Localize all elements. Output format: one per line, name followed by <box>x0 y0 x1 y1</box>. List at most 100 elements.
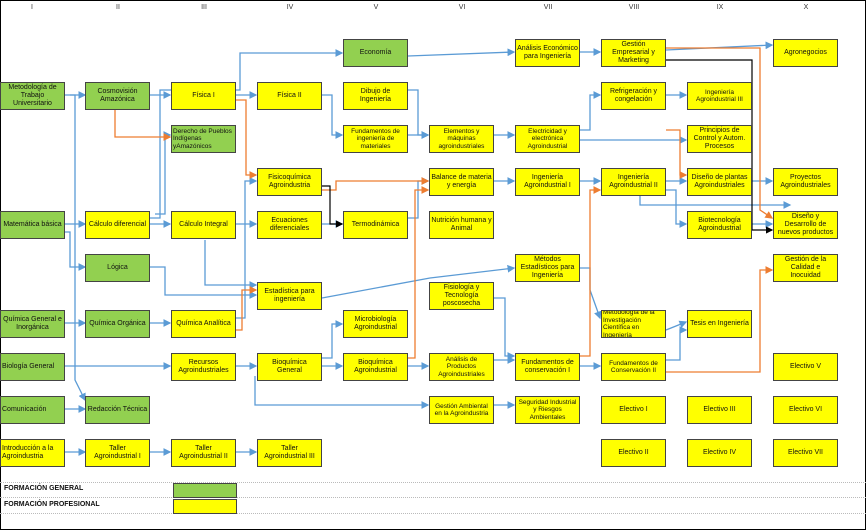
course-gestion-empresarial[interactable]: Gestión Empresarial y Marketing <box>601 39 666 67</box>
arrow-dibujo-elementos <box>408 89 430 139</box>
legend-profesional-swatch <box>173 499 237 514</box>
course-proyectos[interactable]: Proyectos Agroindustriales <box>773 168 838 196</box>
course-electivo4[interactable]: Electivo IV <box>687 439 752 467</box>
course-fisica1[interactable]: Física I <box>171 82 236 110</box>
course-cosmovision[interactable]: Cosmovisión Amazónica <box>85 82 150 110</box>
course-biotecnologia[interactable]: Biotecnología Agroindustrial <box>687 211 752 239</box>
course-estadistica[interactable]: Estadística para ingeniería <box>257 282 322 310</box>
course-recursos[interactable]: Recursos Agroindustriales <box>171 353 236 381</box>
course-fisicoquimica[interactable]: Fisicoquímica Agroindustria <box>257 168 322 196</box>
arrow-metodologia-down <box>70 94 86 402</box>
arrow-recursos-gestion-ambiental <box>254 376 430 409</box>
course-electivo7[interactable]: Electivo VII <box>773 439 838 467</box>
course-calculo-int[interactable]: Cálculo Integral <box>171 211 236 239</box>
arrow-electricidad-refrigeracion <box>580 91 602 131</box>
column-header-3: III <box>201 4 207 11</box>
arrow-gestion-black <box>666 59 774 234</box>
arrow-logica-estadistica <box>150 266 258 299</box>
course-economia[interactable]: Economía <box>343 39 408 67</box>
column-header-5: V <box>373 4 379 11</box>
course-metodos-estadisticos[interactable]: Métodos Estadísticos para Ingeniería <box>515 254 580 282</box>
course-biologia[interactable]: Biología General <box>0 353 65 381</box>
course-seguridad[interactable]: Seguridad Industrial y Riesgos Ambiental… <box>515 396 580 424</box>
course-electivo2[interactable]: Electivo II <box>601 439 666 467</box>
course-ing-agro3[interactable]: Ingeniería Agroindustrial III <box>687 82 752 110</box>
arrow-fisicoquimica-termo <box>322 185 344 228</box>
legend-divider <box>0 497 866 498</box>
course-intro-agro[interactable]: Introducción a la Agroindustria <box>0 439 65 467</box>
course-balance[interactable]: Balance de materia y energía <box>429 168 494 196</box>
arrow-termo-balance <box>408 177 430 219</box>
course-elementos-maquinas[interactable]: Elementos y máquinas agroindustriales <box>429 125 494 153</box>
course-agronegocios[interactable]: Agronegocios <box>773 39 838 67</box>
arrow-quimanal-fisioquim <box>236 286 258 331</box>
legend-general-swatch <box>173 483 237 498</box>
arrow-quimanal-fisicoquimica <box>236 177 258 319</box>
course-fund-conservacion2[interactable]: Fundamentos de Conservación II <box>601 353 666 381</box>
course-ing-agro2[interactable]: Ingeniería Agroindustrial II <box>601 168 666 196</box>
course-quimica-analitica[interactable]: Química Analítica <box>171 310 236 338</box>
course-matematica[interactable]: Matemática básica <box>0 211 65 239</box>
course-fisica2[interactable]: Física II <box>257 82 322 110</box>
course-electivo1[interactable]: Electivo I <box>601 396 666 424</box>
course-microbiologia[interactable]: Microbiología Agroindustrial <box>343 310 408 338</box>
course-refrigeracion[interactable]: Refrigeración y congelación <box>601 82 666 110</box>
arrow-fisica1-fisicoquimica <box>236 99 258 179</box>
course-electivo6[interactable]: Electivo VI <box>773 396 838 424</box>
course-analisis-productos[interactable]: Análisis de Productos Agroindustriales <box>429 353 494 381</box>
course-tesis[interactable]: Tesis en Ingeniería <box>687 310 752 338</box>
course-logica[interactable]: Lógica <box>85 254 150 282</box>
legend-profesional-label: FORMACIÓN PROFESIONAL <box>4 501 100 508</box>
column-header-10: X <box>803 4 809 11</box>
course-electricidad[interactable]: Electricidad y electrónica Agroindustria… <box>515 125 580 153</box>
course-electivo5[interactable]: Electivo V <box>773 353 838 381</box>
course-taller1[interactable]: Taller Agroindustrial I <box>85 439 150 467</box>
arrow-refrigeracion-diseno <box>666 129 688 179</box>
arrow-bioquimagro-balance <box>408 186 430 359</box>
arrow-calculoint-estadistica <box>204 240 258 289</box>
arrow-matematica-logica <box>65 231 87 271</box>
column-header-7: VII <box>543 4 553 11</box>
course-gestion-ambiental[interactable]: Gestión Ambiental en la Agroindustria <box>429 396 494 424</box>
course-nutricion[interactable]: Nutrición humana y Animal <box>429 211 494 239</box>
course-diseno-desarrollo[interactable]: Diseño y Desarrollo de nuevos productos <box>773 211 838 239</box>
legend-general-label: FORMACIÓN GENERAL <box>4 485 84 492</box>
arrow-fisica2-fundamentos <box>322 94 344 139</box>
course-termodinamica[interactable]: Termodinámica <box>343 211 408 239</box>
course-dibujo[interactable]: Dibujo de Ingeniería <box>343 82 408 110</box>
arrow-bioquimgen-micro <box>322 320 344 359</box>
legend-divider <box>0 482 866 483</box>
course-gestion-calidad[interactable]: Gestión de la Calidad e Inocuidad <box>773 254 838 282</box>
column-header-4: IV <box>286 4 294 11</box>
course-bioquimica-general[interactable]: Bioquímica General <box>257 353 322 381</box>
course-metodologia[interactable]: Metodología de Trabajo Universitario <box>0 82 65 110</box>
course-electivo3[interactable]: Electivo III <box>687 396 752 424</box>
course-derecho-pueblos[interactable]: Derecho de Pueblos Indígenas yAmazónicos <box>171 125 236 153</box>
course-diseno-plantas[interactable]: Diseño de plantas Agroindustriales <box>687 168 752 196</box>
course-quimica-organica[interactable]: Química Orgánica <box>85 310 150 338</box>
column-header-9: IX <box>716 4 724 11</box>
arrow-metodologia-tesis <box>665 320 688 331</box>
course-taller2[interactable]: Taller Agroindustrial II <box>171 439 236 467</box>
course-ecuaciones[interactable]: Ecuaciones diferenciales <box>257 211 322 239</box>
course-comunicacion[interactable]: Comunicación <box>0 396 65 424</box>
course-analisis-economico[interactable]: Análisis Económico para Ingeniería <box>515 39 580 67</box>
course-quimica-general[interactable]: Química General e Inorgánica <box>0 310 65 338</box>
course-metodologia-investigacion[interactable]: Metodología de la Investigación Científi… <box>601 310 666 338</box>
course-ing-agro1[interactable]: Ingeniería Agroindustrial I <box>515 168 580 196</box>
course-fisiologia[interactable]: Fisiología y Tecnología poscosecha <box>429 282 494 310</box>
column-header-1: I <box>31 4 33 11</box>
course-taller3[interactable]: Taller Agroindustrial III <box>257 439 322 467</box>
arrow-fund1-ing2 <box>580 186 602 357</box>
course-fund-ing-materiales[interactable]: Fundamentos de ingeniería de materiales <box>343 125 408 153</box>
course-principios-control[interactable]: Principios de Control y Autom. Procesos <box>687 125 752 153</box>
arrow-fisicoquimica-balance <box>322 177 430 191</box>
course-calculo-dif[interactable]: Cálculo diferencial <box>85 211 150 239</box>
course-fund-conservacion1[interactable]: Fundamentos de conservación I <box>515 353 580 381</box>
legend-divider <box>0 513 866 514</box>
course-redaccion[interactable]: Redacción Técnica <box>85 396 150 424</box>
arrow-ing2-biotec <box>666 189 688 228</box>
course-bioquimica-agro[interactable]: Bioquímica Agroindustrial <box>343 353 408 381</box>
